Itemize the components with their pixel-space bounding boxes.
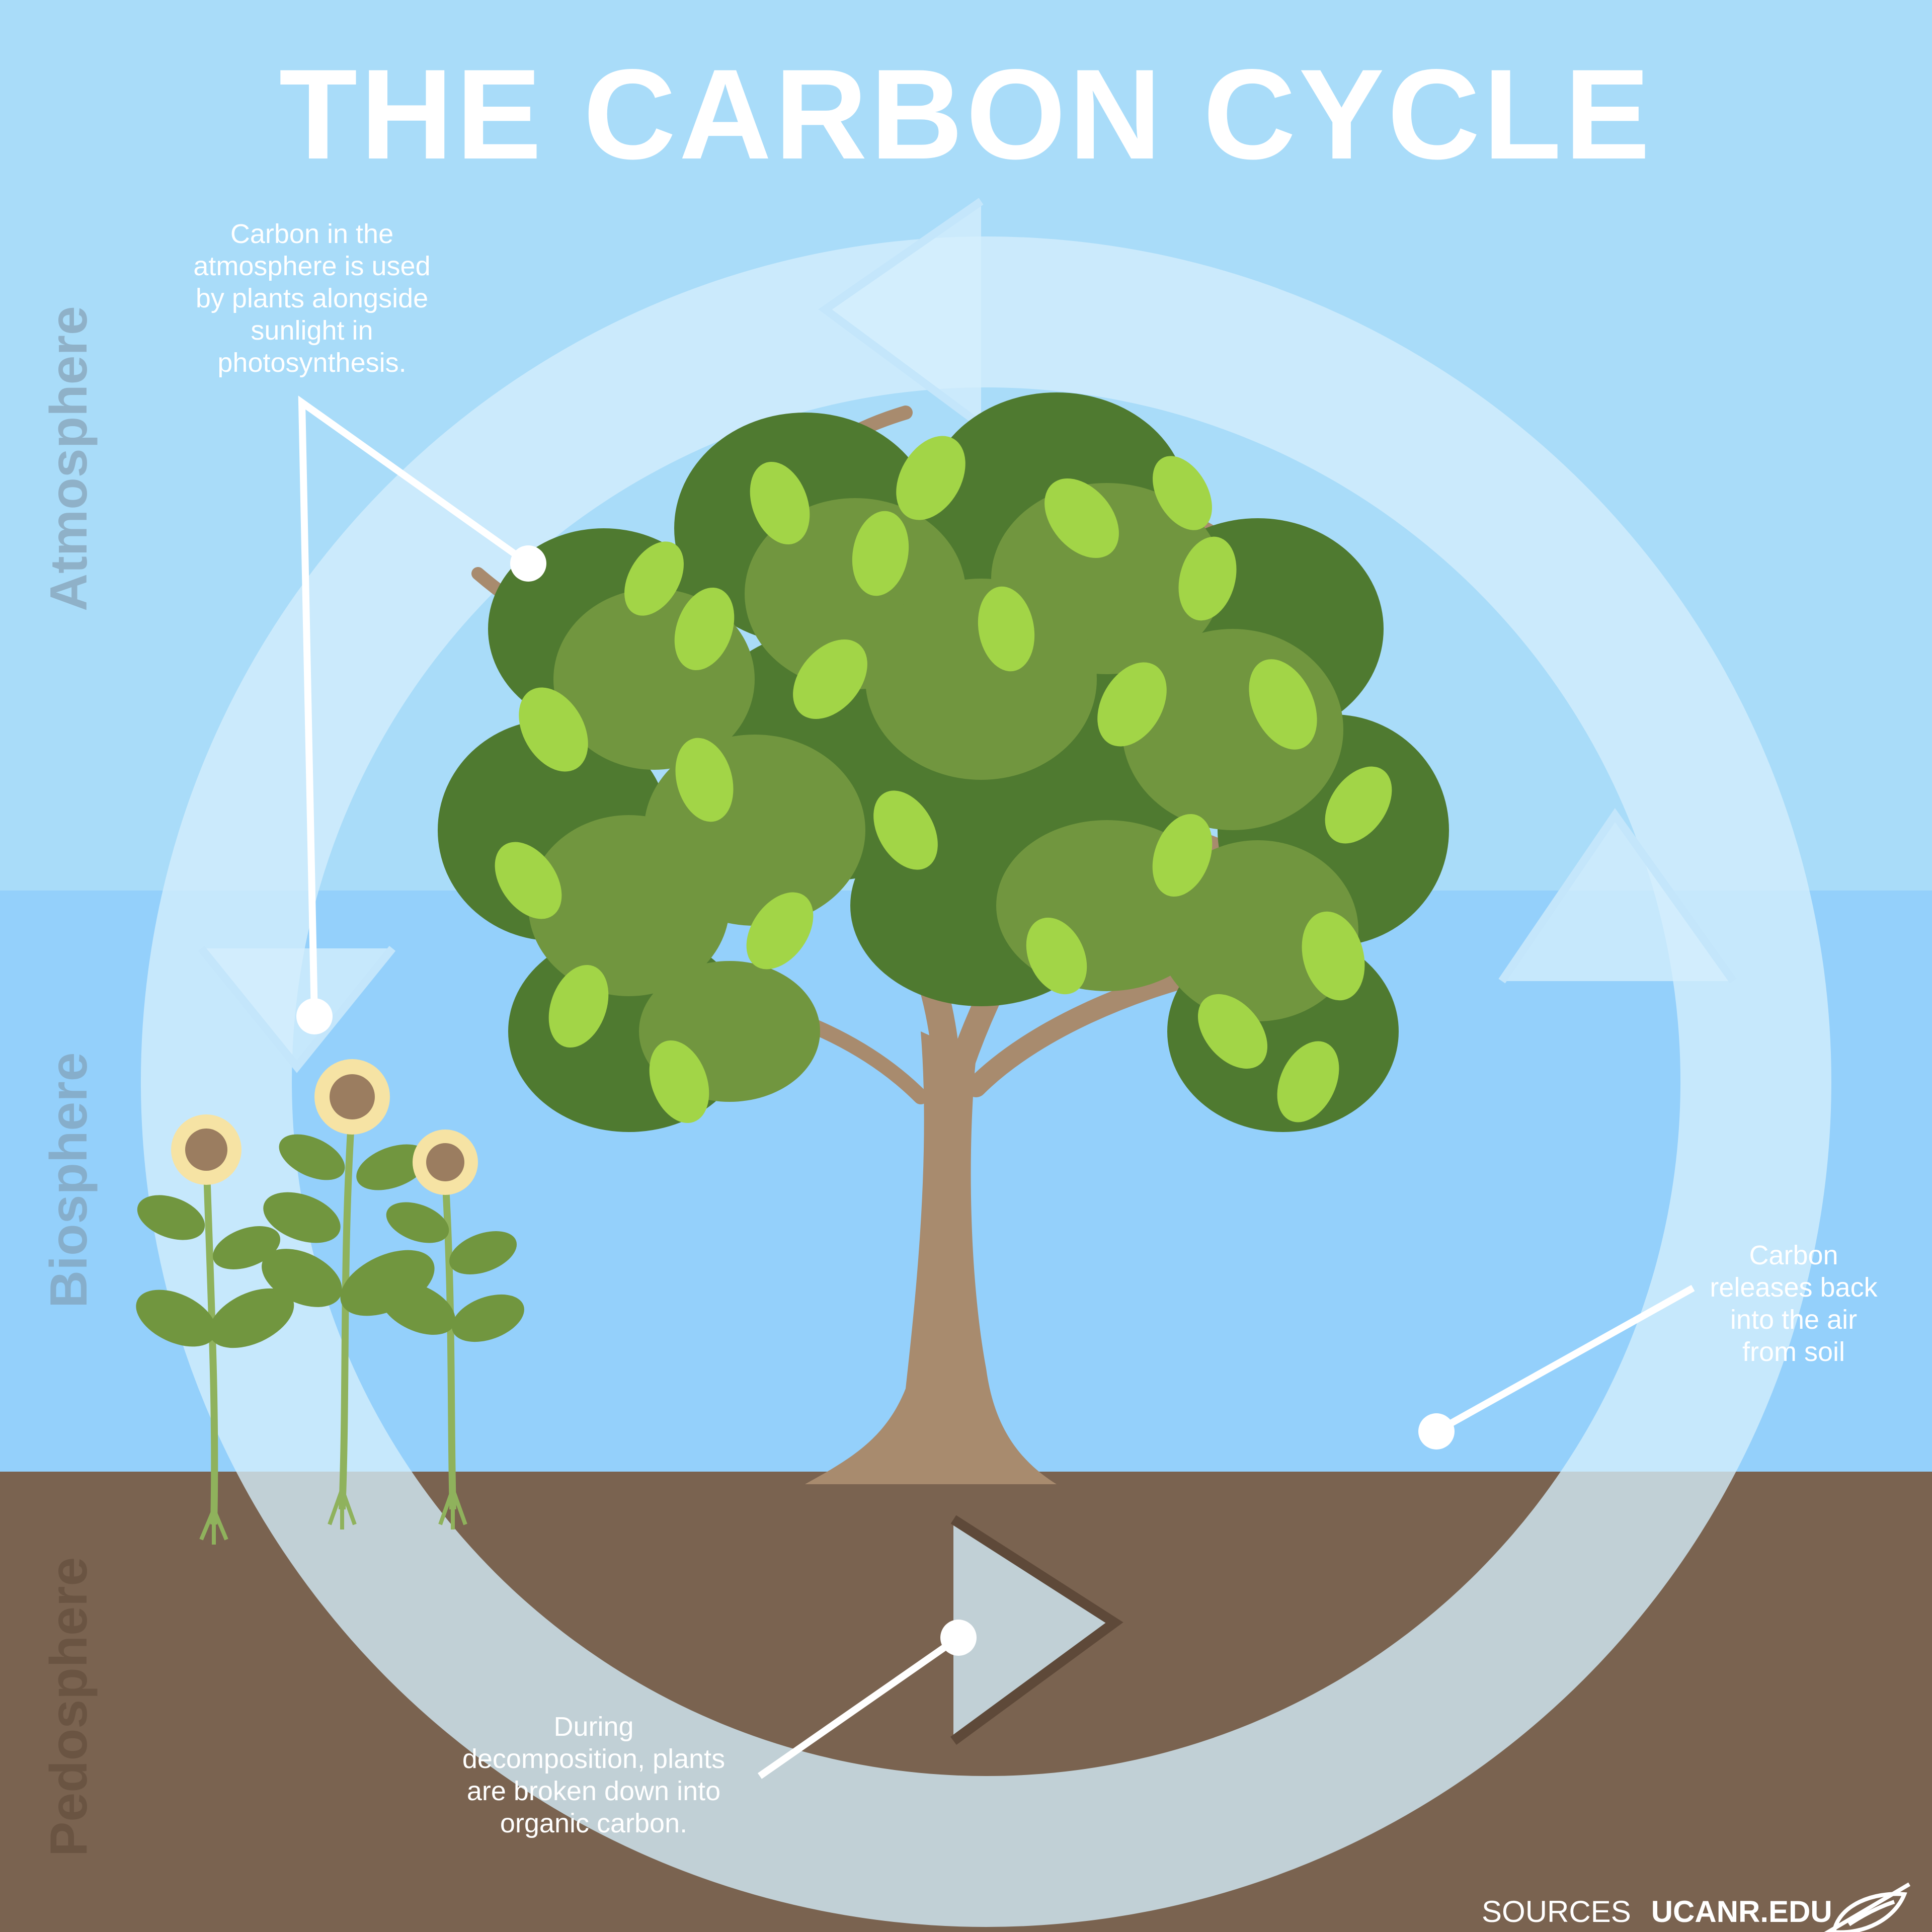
layer-label-atmosphere: Atmosphere	[40, 306, 98, 611]
pointer-decomposition	[758, 1635, 960, 1779]
tree	[438, 392, 1449, 1484]
tree-foliage	[438, 392, 1449, 1132]
note-line: organic carbon.	[500, 1808, 688, 1838]
note-line: Carbon	[1749, 1240, 1838, 1270]
note-line: During	[553, 1712, 634, 1742]
layer-label-pedosphere: Pedosphere	[40, 1557, 98, 1857]
cycle-arrows-icon	[140, 201, 1831, 1927]
arrowhead-right	[1502, 815, 1733, 981]
leaf-logo-icon	[1824, 1882, 1911, 1932]
note-line: Carbon in the	[230, 219, 394, 249]
sources-label: SOURCES	[1482, 1895, 1631, 1928]
callout-lines	[298, 395, 1695, 1779]
note-line: releases back	[1710, 1272, 1878, 1303]
note-line: are broken down into	[466, 1776, 721, 1806]
sunflower-2	[262, 1059, 435, 1530]
sunflower-1	[136, 1114, 294, 1545]
note-line: atmosphere is used	[193, 251, 431, 281]
note-line: by plants alongside	[195, 283, 429, 313]
footer-sources: SOURCES UCANR.EDU	[1482, 1897, 1832, 1932]
sunflowers	[136, 1059, 524, 1545]
note-carbon-release: Carbon releases back into the air from s…	[1675, 1239, 1912, 1368]
pointer-photosynthesis	[298, 395, 531, 1017]
note-line: into the air	[1730, 1305, 1858, 1335]
note-line: from soil	[1742, 1337, 1845, 1367]
note-line: photosynthesis.	[217, 348, 407, 378]
tree-trunk	[805, 1031, 1057, 1484]
sunflower-3	[380, 1130, 524, 1530]
layer-label-biosphere: Biosphere	[40, 1052, 98, 1308]
callout-dots	[296, 545, 1455, 1656]
pointer-release	[1434, 1284, 1695, 1435]
arrowhead-left	[201, 948, 392, 1067]
sources-link[interactable]: UCANR.EDU	[1651, 1895, 1832, 1928]
page-title: THE CARBON CYCLE	[279, 43, 1653, 186]
note-line: decomposition, plants	[462, 1744, 726, 1774]
arrowhead-bottom	[953, 1519, 1114, 1741]
arrowhead-bottom-outline	[950, 1515, 1123, 1745]
note-photosynthesis: Carbon in the atmosphere is used by plan…	[161, 218, 463, 379]
note-decomposition: During decomposition, plants are broken …	[418, 1711, 770, 1839]
note-line: sunlight in	[251, 315, 373, 346]
arrow-outlines	[198, 198, 1737, 1073]
arrowhead-top	[825, 201, 981, 425]
